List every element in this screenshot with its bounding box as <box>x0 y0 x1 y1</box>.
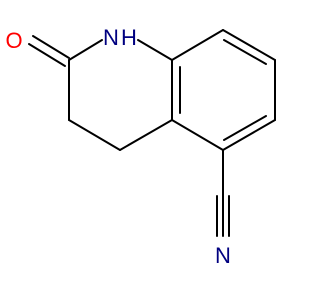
bond-n1-c8a <box>137 39 173 61</box>
bond-c4-c4a <box>119 119 173 151</box>
bond-c2-n1 <box>68 39 103 61</box>
structure-canvas: O N H N <box>5 25 276 268</box>
nitrile-nitrogen-atom-label: N <box>215 243 231 268</box>
bond-c8-c7 <box>222 29 276 61</box>
bond-c8a-c8 <box>171 29 224 61</box>
ring-nitrogen-hydrogen-label: H <box>121 25 137 50</box>
ring-nitrogen-atom-label: N <box>103 25 119 50</box>
bond-c6-c5-inner <box>223 115 267 141</box>
bond-c6-c5 <box>222 119 276 151</box>
molecule-diagram: O N H N <box>5 25 276 268</box>
oxygen-atom-label: O <box>5 28 22 53</box>
bond-c5-c4a <box>171 119 224 151</box>
carbonyl-bond-inner <box>28 43 66 67</box>
bond-c3-c4 <box>68 119 121 151</box>
carbonyl-bond-outer <box>32 35 70 59</box>
bond-c8-c7-inner <box>223 39 267 65</box>
